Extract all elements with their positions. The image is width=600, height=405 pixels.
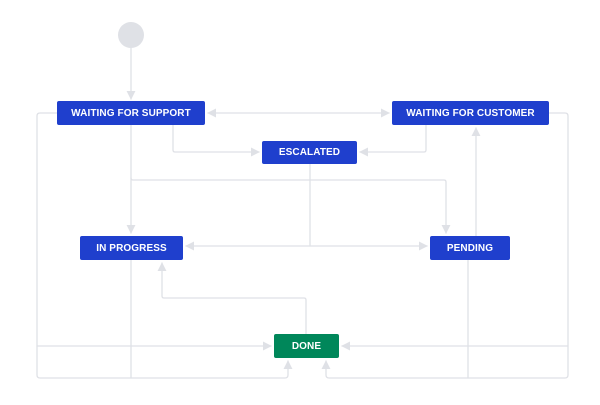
status-pending[interactable]: PENDING (430, 236, 510, 260)
transition-waiting-for-support-to-pending (130, 177, 451, 234)
status-escalated[interactable]: ESCALATED (262, 141, 357, 164)
status-done[interactable]: DONE (274, 334, 339, 358)
transition-waiting-for-customer-to-escalated (359, 124, 427, 157)
status-waiting-for-support[interactable]: WAITING FOR SUPPORT (57, 101, 205, 125)
start-node (118, 22, 144, 48)
transition-waiting-for-customer-to-done (341, 112, 569, 351)
transition-left-bottom-loop-to-done (36, 345, 293, 379)
status-in-progress[interactable]: IN PROGRESS (80, 236, 183, 260)
transition-waiting-for-support-to-done (36, 112, 272, 351)
status-waiting-for-customer[interactable]: WAITING FOR CUSTOMER (392, 101, 549, 125)
transition-done-to-in-progress (157, 262, 307, 335)
transition-right-bottom-loop-to-done (321, 345, 569, 379)
transition-waiting-for-support-to-escalated (172, 124, 260, 157)
